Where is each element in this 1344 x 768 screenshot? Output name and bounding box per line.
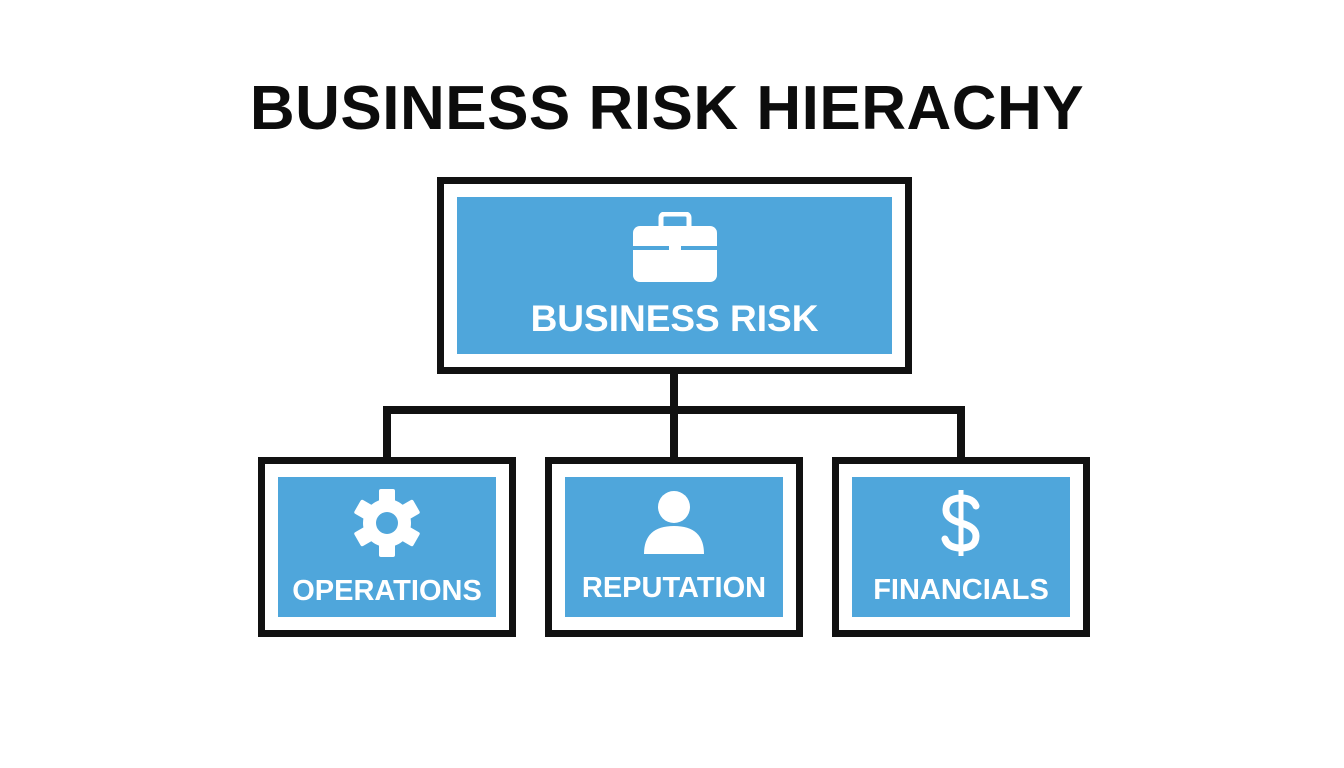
child-node-reputation: REPUTATION <box>545 457 803 637</box>
child-node-fill: FINANCIALS <box>852 477 1070 617</box>
dollar-icon <box>941 489 980 556</box>
child-node-fill: OPERATIONS <box>278 477 496 617</box>
child-node-label: FINANCIALS <box>873 573 1049 606</box>
diagram-title: BUSINESS RISK HIERACHY <box>249 74 1085 143</box>
child-node-fill: REPUTATION <box>565 477 783 617</box>
gear-icon <box>354 488 420 557</box>
briefcase-icon <box>632 211 717 282</box>
child-node-label: OPERATIONS <box>292 574 482 607</box>
person-icon <box>644 490 704 554</box>
root-node-fill: BUSINESS RISK <box>457 197 892 354</box>
child-node-operations: OPERATIONS <box>258 457 516 637</box>
child-node-financials: FINANCIALS <box>832 457 1090 637</box>
child-node-label: REPUTATION <box>581 571 767 604</box>
root-node-label: BUSINESS RISK <box>530 297 819 339</box>
root-node-business-risk: BUSINESS RISK <box>437 177 912 374</box>
